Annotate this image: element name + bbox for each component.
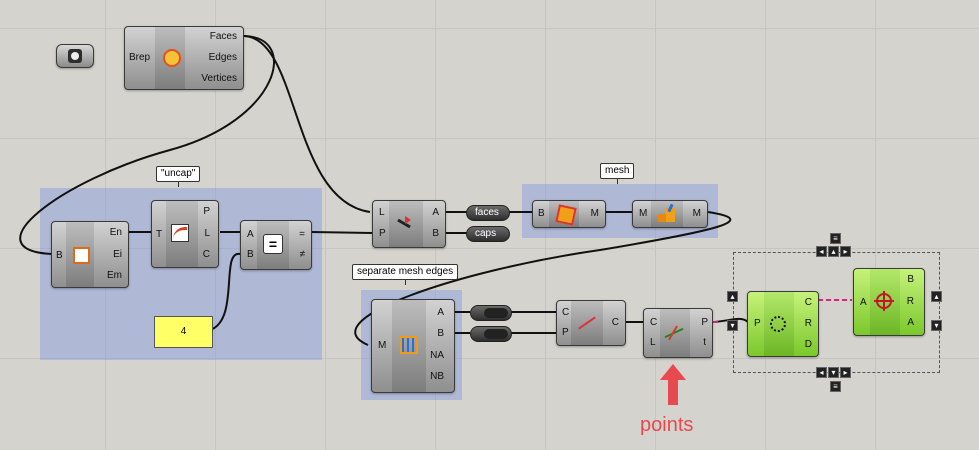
output-not-equal: ≠ [299, 249, 306, 260]
equals-icon: = [263, 234, 283, 254]
output-nb: NB [430, 371, 444, 382]
zoom-widget-top[interactable]: ◂▴▸ [816, 246, 851, 257]
zoom-widget-bottom[interactable]: ◂▾▸ [816, 367, 851, 378]
output-c: C [804, 297, 812, 308]
output-r: R [804, 318, 812, 329]
input-b: B [247, 249, 254, 260]
relay-b[interactable] [470, 326, 512, 342]
output-en: En [109, 227, 122, 238]
curve-icon [577, 313, 597, 333]
circle-points-icon [768, 314, 788, 334]
explode-icon [161, 47, 181, 67]
mesh-brep-component[interactable]: B M [532, 200, 606, 228]
box-edges-icon [70, 244, 90, 264]
relay-faces[interactable]: faces [466, 205, 510, 221]
deconstruct-brep-component[interactable]: Brep Faces Edges Vertices [124, 26, 244, 90]
output-vertices: Vertices [201, 73, 237, 84]
output-m: M [692, 208, 701, 219]
number-panel[interactable]: 4 [154, 316, 213, 348]
output-faces: Faces [209, 31, 237, 42]
up-arrow-icon [660, 364, 686, 380]
input-brep: Brep [129, 52, 151, 63]
output-b: B [907, 274, 914, 285]
dispatch-component[interactable]: L P A B [372, 200, 446, 248]
output-na: NA [430, 350, 444, 361]
length-icon [170, 223, 190, 243]
brep-edges-component[interactable]: B En Ei Em [51, 221, 129, 288]
deconstruct-circle-component[interactable]: A B R A [853, 268, 925, 336]
output-b: B [437, 328, 444, 339]
fit-circle-component[interactable]: P C R D [747, 291, 819, 357]
hexagon-icon [68, 49, 82, 63]
mesh-edges-component[interactable]: M A B NA NB [371, 299, 455, 393]
output-p: P [203, 206, 210, 217]
output-t: t [703, 337, 706, 348]
side-widget-left-2[interactable]: ▾ [727, 320, 738, 331]
target-icon [874, 291, 894, 311]
mesh-edges-icon [398, 334, 418, 354]
output-p: P [701, 317, 708, 328]
output-em: Em [107, 270, 122, 281]
divide-curve-component[interactable]: C L P t [643, 308, 713, 358]
relay-caps[interactable]: caps [466, 226, 510, 242]
divide-length-icon [664, 323, 684, 343]
input-a: A [247, 229, 254, 240]
points-caption: points [640, 414, 694, 436]
input-a: A [860, 297, 867, 308]
output-a: A [437, 307, 444, 318]
uncap-note: "uncap" [156, 166, 201, 187]
input-c: C [562, 307, 570, 318]
curve-join-component[interactable]: C P C [556, 300, 626, 346]
side-widget-left[interactable]: ▴ [727, 291, 738, 302]
output-d: D [804, 339, 812, 350]
mesh-note: mesh [600, 163, 635, 184]
output-m: M [590, 208, 599, 219]
relay-a[interactable] [470, 305, 512, 321]
output-a: A [432, 207, 439, 218]
input-p: P [562, 327, 569, 338]
curve-length-component[interactable]: T P L C [151, 200, 219, 268]
side-widget-right[interactable]: ▴ [931, 291, 942, 302]
input-l: L [650, 337, 656, 348]
arrow-shaft [668, 379, 678, 405]
brep-param[interactable] [56, 44, 94, 68]
output-c: C [202, 249, 210, 260]
equality-component[interactable]: A B = = ≠ [240, 220, 312, 270]
input-b: B [56, 250, 63, 261]
output-a: A [907, 317, 914, 328]
output-c: C [611, 317, 619, 328]
input-p: P [379, 228, 386, 239]
menu-widget-top[interactable]: ≡ [830, 233, 841, 244]
output-l: L [204, 228, 210, 239]
input-p: P [754, 318, 761, 329]
mesh-join-component[interactable]: M M [632, 200, 708, 228]
menu-widget-bottom[interactable]: ≡ [830, 381, 841, 392]
input-l: L [379, 207, 385, 218]
separate-mesh-edges-note: separate mesh edges [352, 264, 459, 285]
input-t: T [156, 229, 163, 240]
input-m: M [639, 208, 648, 219]
output-r: R [906, 296, 914, 307]
input-b: B [538, 208, 545, 219]
output-equal: = [299, 229, 305, 240]
output-ei: Ei [113, 249, 122, 260]
side-widget-right-2[interactable]: ▾ [931, 320, 942, 331]
output-b: B [432, 228, 439, 239]
input-m: M [378, 340, 387, 351]
dispatch-icon [395, 213, 415, 233]
output-edges: Edges [208, 52, 237, 63]
mesh-brep-icon [555, 204, 577, 226]
input-c: C [650, 317, 658, 328]
mesh-join-icon [657, 203, 677, 224]
